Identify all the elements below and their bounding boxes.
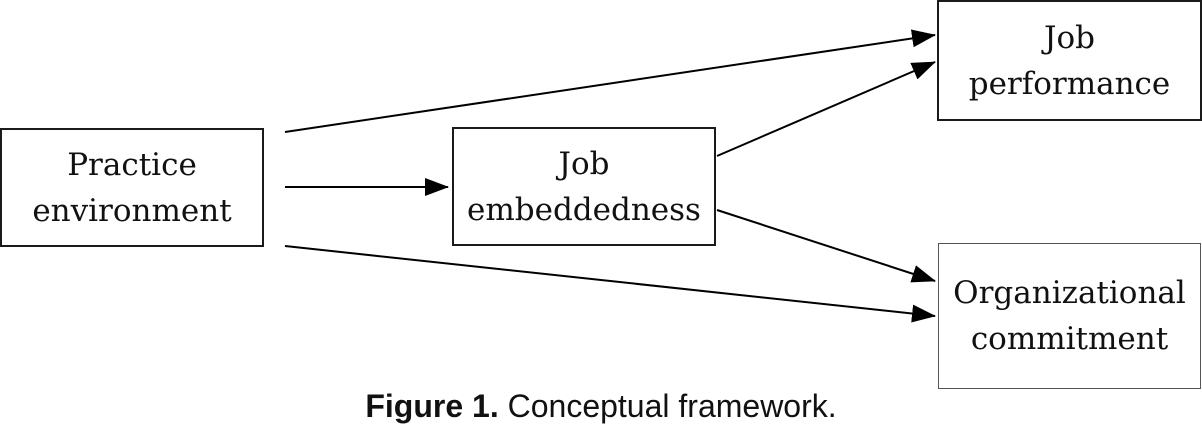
node-job-performance: Job performance [937,0,1202,121]
node-job-embeddedness: Job embeddedness [452,127,716,246]
node-embeddedness-line-1: Job [558,145,610,182]
node-commitment-line-1: Organizational [953,275,1186,311]
arrow-practice-to-commitment [284,245,936,323]
figure-caption-text: Conceptual framework. [498,388,837,424]
node-practice-line-1: Practice [67,146,197,183]
node-performance-line-2: performance [968,65,1171,102]
node-commitment-line-2: commitment [970,321,1169,357]
node-practice-line-2: environment [32,192,232,229]
node-practice-environment: Practice environment [0,128,264,247]
arrow-embeddedness-to-performance [716,61,936,157]
node-performance-line-1: Job [1044,19,1095,56]
figure-caption-label: Figure 1. [365,388,499,424]
figure-caption: Figure 1. Conceptual framework. [0,388,1202,424]
arrow-practice-to-performance [284,29,936,133]
node-embeddedness-line-2: embeddedness [467,191,701,228]
node-organizational-commitment: Organizational commitment [938,243,1201,389]
arrow-embeddedness-to-commitment [716,209,936,283]
